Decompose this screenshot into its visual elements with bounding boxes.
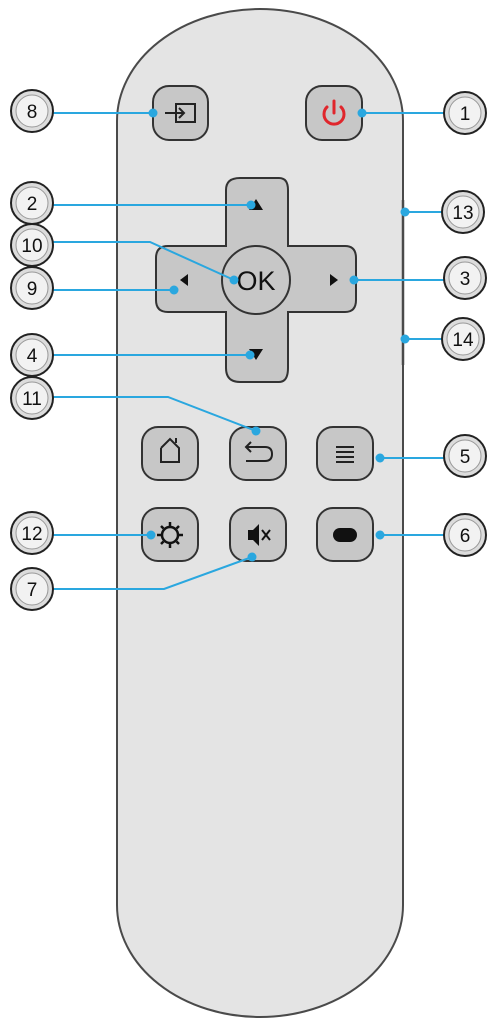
callout-dot	[146, 530, 156, 540]
callout-13: 13	[400, 190, 485, 234]
callout-dot	[246, 200, 256, 210]
callout-number: 5	[460, 447, 471, 468]
back-icon	[244, 441, 274, 462]
callout-circle-inner	[15, 516, 49, 550]
callout-9: 9	[10, 266, 179, 310]
mute-button[interactable]	[229, 507, 287, 562]
callout-number: 9	[27, 279, 38, 300]
power-icon	[322, 99, 346, 126]
ok-button-ring	[221, 245, 291, 315]
callout-3: 3	[349, 256, 487, 300]
callout-circle-inner	[15, 186, 49, 220]
power-button[interactable]	[305, 85, 363, 141]
callout-number: 6	[460, 526, 471, 547]
menu-icon	[336, 446, 354, 463]
callout-dot	[349, 275, 359, 285]
mode-button[interactable]	[316, 507, 374, 562]
callout-circle-inner	[448, 96, 482, 130]
callout-number: 11	[22, 389, 42, 410]
menu-button[interactable]	[316, 426, 374, 481]
callout-dot	[400, 207, 410, 217]
callout-number: 2	[27, 194, 38, 215]
callout-dot	[375, 530, 385, 540]
callout-dot	[245, 350, 255, 360]
pill-icon	[333, 528, 357, 542]
callout-dot	[357, 108, 367, 118]
callout-number: 14	[452, 330, 474, 351]
callout-number: 7	[27, 580, 38, 601]
ok-label: OK	[236, 266, 275, 296]
arrow-left-icon	[180, 274, 188, 286]
callout-dot	[229, 275, 239, 285]
callout-number: 4	[27, 346, 38, 367]
input-source-icon	[165, 103, 196, 123]
input-button[interactable]	[152, 85, 209, 141]
dpad-right-button[interactable]	[330, 274, 338, 286]
back-button[interactable]	[229, 426, 287, 481]
callout-8: 8	[10, 89, 158, 133]
callout-circle-inner	[15, 271, 49, 305]
settings-button[interactable]	[141, 507, 199, 562]
callout-number: 13	[452, 203, 473, 224]
callout-number: 3	[460, 269, 471, 290]
callout-circle-inner	[15, 228, 49, 262]
callout-number: 8	[27, 102, 38, 123]
callout-circle-inner	[15, 381, 49, 415]
callout-number: 1	[460, 104, 471, 125]
home-icon	[160, 437, 180, 463]
callout-14: 14	[400, 317, 485, 361]
callout-dot	[375, 453, 385, 463]
callout-dot	[400, 334, 410, 344]
callout-circle-inner	[448, 439, 482, 473]
callout-number: 12	[21, 524, 42, 545]
callout-1: 1	[357, 91, 487, 135]
dpad-left-button[interactable]	[180, 274, 188, 286]
ok-button[interactable]: OK	[236, 266, 275, 296]
callout-dot	[251, 426, 261, 436]
callout-circle-inner	[15, 338, 49, 372]
callout-dot	[148, 108, 158, 118]
callout-circle-inner	[446, 322, 480, 356]
mute-icon	[248, 524, 271, 546]
callout-circle-inner	[446, 195, 480, 229]
callout-7: 7	[10, 552, 257, 611]
callout-11: 11	[10, 376, 261, 436]
gear-icon	[157, 522, 183, 548]
callout-circle-inner	[15, 94, 49, 128]
callout-line	[52, 556, 253, 590]
callout-circle-inner	[448, 261, 482, 295]
callout-12: 12	[10, 511, 156, 555]
callout-dot	[169, 285, 179, 295]
callout-5: 5	[375, 434, 487, 478]
home-button[interactable]	[141, 426, 199, 481]
arrow-right-icon	[330, 274, 338, 286]
callout-2: 2	[10, 181, 256, 225]
callout-number: 10	[21, 236, 42, 257]
callout-circle-inner	[15, 572, 49, 606]
callout-dot	[247, 552, 257, 562]
callout-line	[52, 241, 235, 281]
callout-circle-inner	[448, 518, 482, 552]
callout-6: 6	[375, 513, 487, 557]
callout-10: 10	[10, 223, 239, 285]
callout-line	[52, 396, 257, 432]
